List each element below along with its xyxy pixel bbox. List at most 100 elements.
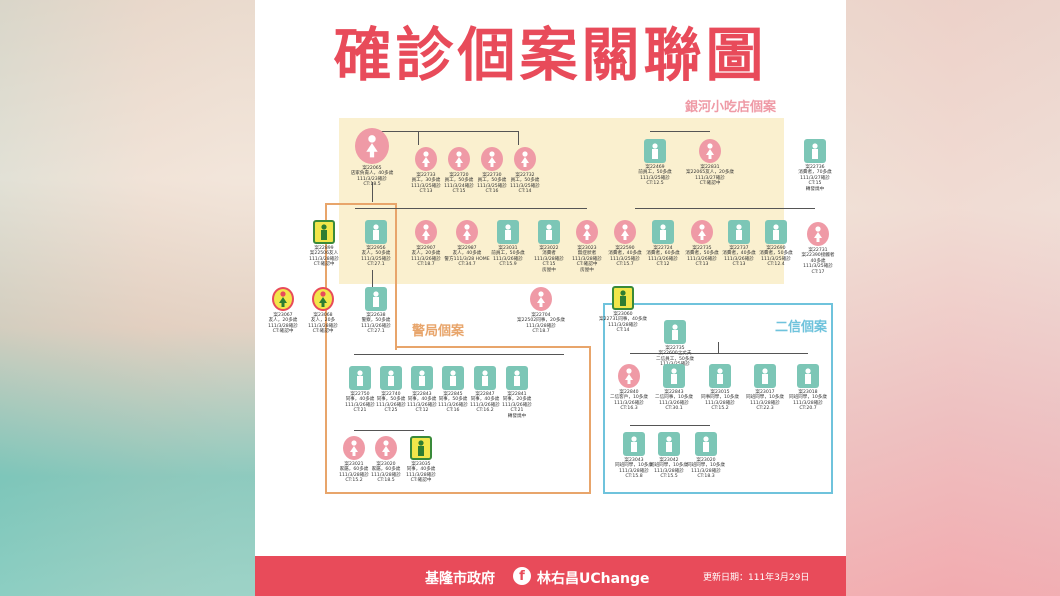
case-label: 案22469 前員工，50多歲 111/3/25確診 CT:12.5 xyxy=(638,165,672,187)
case-label: 案23020 同班同學，10多歲 111/3/28確診 CT:18.3 xyxy=(686,458,725,480)
case-label: 案22840 二信客戶，10多歲 111/3/26確診 CT:16.3 xyxy=(609,390,648,412)
female-person-icon xyxy=(691,220,713,244)
case-label: 案22720 員工，50多歲 111/3/24確診 CT:15 xyxy=(444,173,474,195)
case-label: 案22750 同事，40多歲 111/3/26確診 CT:21 xyxy=(345,392,375,414)
case-node: 案22956 友人，50多歲 111/3/25確診 CT:27.1 xyxy=(358,220,394,268)
case-label: 案22732 員工，50多歲 111/3/25確診 CT:14 xyxy=(510,173,540,195)
female-person-icon xyxy=(272,287,294,311)
case-label: 案22731 案22390接觸者 40多歲 111/3/25確診 CT:17 xyxy=(801,248,835,275)
female-person-icon xyxy=(375,436,397,460)
female-person-icon xyxy=(807,222,829,246)
case-label: 案23060 案22731同事，40多歲 111/3/28確診 CT:14 xyxy=(598,312,648,334)
case-node: 案23021 家屬，60多歲 111/3/28確診 CT:15.2 xyxy=(336,436,372,484)
male-person-icon xyxy=(497,220,519,244)
case-node: 案22843 同事，40多歲 111/3/26確診 CT:12 xyxy=(404,366,440,414)
case-label: 案23042 同班同學，10多歲 111/3/28確診 CT:15.5 xyxy=(649,458,688,480)
connector xyxy=(650,131,710,132)
case-node: 案23015 同事同學，10多歲 111/3/28確診 CT:15.2 xyxy=(701,364,739,412)
case-node: 案22638 警察，50多歲 111/3/26確診 CT:27.1 xyxy=(358,287,394,335)
case-label: 案23017 同班同學，10多歲 111/3/28確診 CT:22.3 xyxy=(745,390,784,412)
case-label: 案22590 消費者，40多歲 111/3/25確診 CT:15.7 xyxy=(608,246,642,268)
cluster-label-erxin: 二信個案 xyxy=(775,320,828,335)
police-box-lower xyxy=(325,346,591,494)
case-node: 案22843 二信同事，10多歲 111/3/26確診 CT:30.1 xyxy=(655,364,693,412)
case-node: 案22735 案22600之丈夫 二信員工，50多歲 111/3/25確診 CT… xyxy=(656,320,694,373)
case-node: 案23020 家屬，60多歲 111/3/28確診 CT:18.5 xyxy=(368,436,404,484)
case-node: 案22740 同事，50多歲 111/3/26確診 CT:25 xyxy=(373,366,409,414)
female-person-icon xyxy=(614,220,636,244)
case-label: 案22737 消費者，40多歲 111/3/26確診 CT:13 xyxy=(722,246,756,268)
case-node: 案23060 案22731同事，40多歲 111/3/28確診 CT:14 xyxy=(599,286,647,334)
male-person-icon xyxy=(313,220,335,244)
case-node: 案22987 友人，40多歲 警方111/3/28 HOME CT:34.7 xyxy=(444,220,490,268)
footer-gov-name: 基隆市政府 xyxy=(425,571,495,587)
connector xyxy=(372,182,373,202)
female-person-icon xyxy=(576,220,598,244)
case-label: 案22736 消費者，70多歲 111/3/27確診 CT:15 轉發燒中 xyxy=(798,165,832,192)
case-label: 案23067 友人，20多歲 111/3/28確診 CT:確認中 xyxy=(268,313,298,335)
female-person-icon xyxy=(355,128,389,164)
case-node: 案22730 員工，50多歲 111/3/25確診 CT:16 xyxy=(474,147,510,195)
case-node: 案22750 同事，40多歲 111/3/26確診 CT:21 xyxy=(342,366,378,414)
case-label: 案22724 消費者，60多歲 111/3/26確診 CT:12 xyxy=(646,246,680,268)
connector xyxy=(355,208,587,209)
case-label: 案22907 友人，20多歲 111/3/26確診 CT:18.7 xyxy=(411,246,441,268)
female-person-icon xyxy=(415,220,437,244)
female-person-icon xyxy=(456,220,478,244)
connector xyxy=(518,131,519,145)
case-label: 案23018 同班同學，10多歲 111/3/28確診 CT:20.7 xyxy=(788,390,827,412)
case-label: 案22704 案22502同事，20多歲 111/3/28確診 CT:18.7 xyxy=(516,313,566,335)
case-label: 案23043 同班同學，10多歲 111/3/28確診 CT:15.8 xyxy=(614,458,653,480)
male-person-icon xyxy=(538,220,560,244)
case-label: 案22987 友人，40多歲 警方111/3/28 HOME CT:34.7 xyxy=(444,246,490,268)
case-label: 案23015 同事同學，10多歲 111/3/28確診 CT:15.2 xyxy=(700,390,739,412)
case-node: 案22736 消費者，70多歲 111/3/27確診 CT:15 轉發燒中 xyxy=(797,139,833,192)
case-label: 案22843 二信同事，10多歲 111/3/26確診 CT:30.1 xyxy=(654,390,693,412)
case-label: 案22690 消費者，50多歲 111/3/25確診 CT:12.4 xyxy=(759,246,793,268)
male-person-icon xyxy=(474,366,496,390)
male-person-icon xyxy=(804,139,826,163)
facebook-icon[interactable]: f xyxy=(513,567,531,585)
female-person-icon xyxy=(448,147,470,171)
background-blur-left xyxy=(0,0,255,596)
case-label: 案22956 友人，50多歲 111/3/25確診 CT:27.1 xyxy=(361,246,391,268)
cluster-label-yinhe: 銀河小吃店個案 xyxy=(685,100,777,115)
female-person-icon xyxy=(481,147,503,171)
case-node: 案23067 友人，20多歲 111/3/28確診 CT:確認中 xyxy=(265,287,301,335)
male-person-icon xyxy=(754,364,776,388)
female-person-icon xyxy=(699,139,721,163)
male-person-icon xyxy=(709,364,731,388)
connector xyxy=(718,342,719,353)
male-person-icon xyxy=(765,220,787,244)
case-node: 案22732 員工，50多歲 111/3/25確診 CT:14 xyxy=(507,147,543,195)
female-person-icon xyxy=(415,147,437,171)
case-node-root: 案22065 店家負責人，40多歲 111/3/23確診 CT:18.5 xyxy=(351,128,393,188)
female-person-icon xyxy=(514,147,536,171)
male-person-icon xyxy=(380,366,402,390)
page-title: 確診個案關聯圖 xyxy=(333,21,768,89)
poster: 確診個案關聯圖 銀河小吃店個案 警局個案 二信個案 案22065 店家負責人，4… xyxy=(255,0,846,596)
case-label: 案22843 同事，40多歲 111/3/26確診 CT:12 xyxy=(407,392,437,414)
case-node: 案23023 無症狀者 111/3/28確診 CT:確認中 房屋中 xyxy=(569,220,605,273)
case-label: 案23068 友人，20多 111/3/28確診 CT:確認中 xyxy=(308,313,338,335)
male-person-icon xyxy=(728,220,750,244)
case-node: 案22840 二信客戶，10多歲 111/3/26確診 CT:16.3 xyxy=(610,364,648,412)
female-person-icon xyxy=(312,287,334,311)
case-node: 案23018 同班同學，10多歲 111/3/28確診 CT:20.7 xyxy=(789,364,827,412)
connector xyxy=(354,354,564,355)
case-node: 案22845 同事，50多歲 111/3/26確診 CT:16 xyxy=(435,366,471,414)
case-label: 案22847 同事，40多歲 111/3/26確診 CT:16.2 xyxy=(470,392,500,414)
background-blur-right xyxy=(846,0,1060,596)
case-label: 案22730 員工，50多歲 111/3/25確診 CT:16 xyxy=(477,173,507,195)
case-label: 案23031 前員工，50多歲 111/3/26確診 CT:15.9 xyxy=(491,246,525,268)
case-node: 案22731 案22390接觸者 40多歲 111/3/25確診 CT:17 xyxy=(800,222,836,275)
case-label: 案23021 家屬，60多歲 111/3/28確診 CT:15.2 xyxy=(339,462,369,484)
case-label: 案22740 同事，50多歲 111/3/26確診 CT:25 xyxy=(376,392,406,414)
case-label: 案22841 同事，20多歲 111/3/26確診 CT:21 轉發燒中 xyxy=(502,392,532,419)
male-person-icon xyxy=(442,366,464,390)
case-node: 案22735 消費者，50多歲 111/3/26確診 CT:13 xyxy=(684,220,720,268)
male-person-icon xyxy=(506,366,528,390)
male-person-icon xyxy=(410,436,432,460)
case-node: 案23043 同班同學，10多歲 111/3/28確診 CT:15.8 xyxy=(615,432,653,480)
erxin-box xyxy=(603,303,833,494)
